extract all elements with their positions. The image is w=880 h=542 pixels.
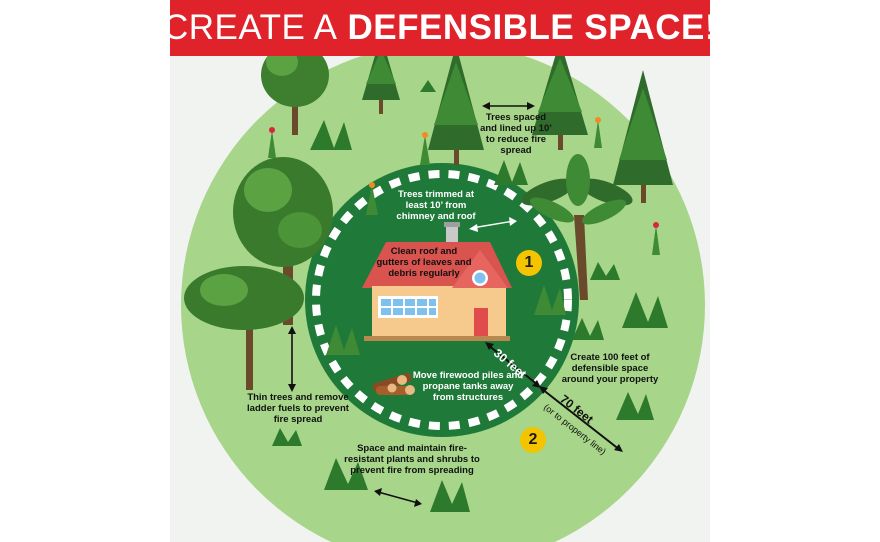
deciduous-tree bbox=[233, 157, 333, 325]
shrub bbox=[616, 392, 654, 420]
shrub bbox=[326, 325, 360, 355]
shrub bbox=[534, 285, 566, 315]
inner-zone-boundary bbox=[312, 170, 572, 430]
shrub bbox=[310, 120, 352, 150]
flower-plant bbox=[652, 222, 660, 255]
callout-move-firewood: Move firewood piles and propane tanks aw… bbox=[412, 370, 524, 403]
conifer-tree bbox=[428, 45, 484, 165]
plant-spacing-arrow bbox=[377, 491, 419, 504]
callout-clean-roof: Clean roof and gutters of leaves and deb… bbox=[376, 246, 472, 279]
inner-distance-arrow bbox=[487, 344, 539, 386]
zone-2-badge: 2 bbox=[520, 427, 546, 453]
callout-trees-trimmed: Trees trimmed at least 10’ from chimney … bbox=[396, 189, 476, 222]
shrub bbox=[324, 458, 368, 490]
conifer-tree bbox=[532, 40, 588, 150]
deciduous-tree bbox=[184, 266, 304, 390]
firewood-pile bbox=[372, 373, 415, 395]
shrub bbox=[420, 80, 436, 92]
shrub bbox=[494, 160, 528, 185]
shrub bbox=[622, 292, 668, 328]
title-bold: DEFENSIBLE SPACE! bbox=[347, 8, 718, 47]
flower-plant bbox=[366, 182, 378, 215]
conifer-tree bbox=[362, 35, 400, 114]
title-light: CREATE A bbox=[162, 8, 338, 47]
callout-space-plants: Space and maintain fire-resistant plants… bbox=[344, 443, 480, 476]
shrub bbox=[430, 480, 470, 512]
house bbox=[362, 222, 512, 341]
shrub bbox=[572, 318, 604, 340]
callout-trees-spaced: Trees spaced and lined up 10’ to reduce … bbox=[480, 112, 552, 156]
shrub bbox=[590, 262, 620, 280]
conifer-tree bbox=[613, 70, 673, 203]
callout-thin-trees: Thin trees and remove ladder fuels to pr… bbox=[247, 392, 349, 425]
title-banner: CREATE A DEFENSIBLE SPACE! bbox=[163, 0, 717, 56]
callout-create-100-feet: Create 100 feet of defensible space arou… bbox=[561, 352, 659, 385]
zone-1-badge: 1 bbox=[516, 250, 542, 276]
flower-plant bbox=[268, 127, 276, 158]
flower-plant bbox=[420, 132, 430, 165]
outer-distance-arrow bbox=[541, 388, 621, 451]
flower-plant bbox=[594, 117, 602, 148]
trim-arrow bbox=[471, 220, 515, 229]
shrub bbox=[272, 428, 302, 446]
palm-tree bbox=[521, 154, 633, 300]
